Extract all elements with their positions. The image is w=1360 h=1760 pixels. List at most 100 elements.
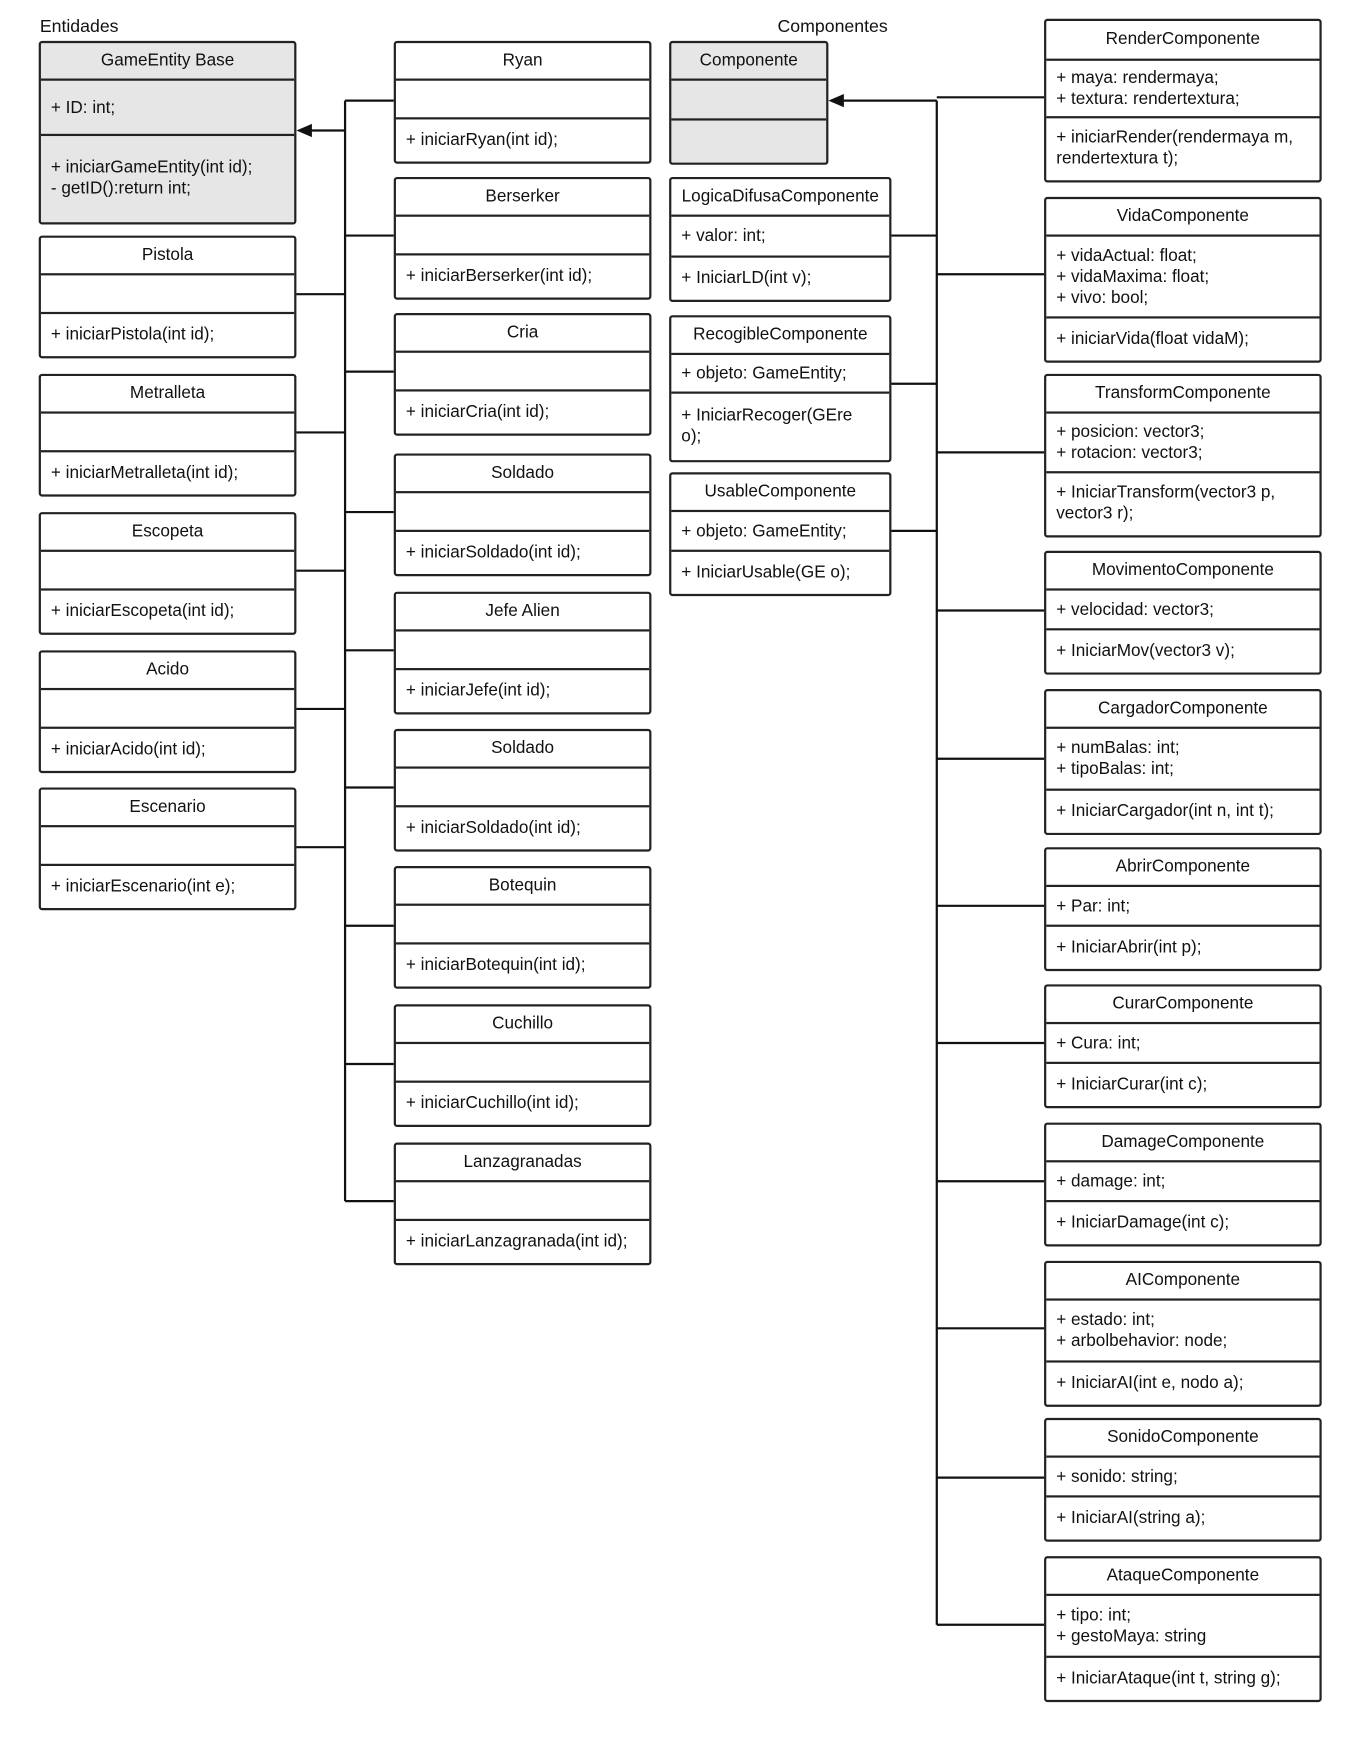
method-line: + iniciarPistola(int id);	[50, 325, 215, 344]
class-name: VidaComponente	[1046, 199, 1320, 237]
class-attributes	[395, 632, 650, 671]
class-name: CargadorComponente	[1046, 691, 1320, 729]
entity-inheritance-arrowhead	[296, 123, 312, 138]
method-line: + iniciarSoldado(int id);	[405, 818, 581, 838]
method-line: + iniciarCria(int id);	[405, 402, 550, 422]
attribute-line: + gestoMaya: string	[1056, 1626, 1207, 1646]
class-box-escenario: Escenario + iniciarEscenario(int e);	[38, 787, 297, 911]
class-name: RecogibleComponente	[671, 317, 890, 356]
class-attributes: + maya: rendermaya;+ textura: rendertext…	[1046, 61, 1320, 119]
class-methods: + iniciarLanzagranada(int id);	[396, 1221, 649, 1263]
class-attributes	[395, 81, 650, 120]
class-box-pistola: Pistola+ iniciarPistola(int id);	[38, 235, 297, 359]
class-attributes: + velocidad: vector3;	[1046, 591, 1320, 631]
class-name: Metralleta	[40, 376, 295, 414]
class-methods: + iniciarGameEntity(int id);- getID():re…	[41, 136, 294, 222]
class-name: RenderComponente	[1046, 21, 1320, 61]
class-methods: + iniciarMetralleta(int id);	[41, 452, 294, 494]
class-box-curarcomponente: CurarComponente+ Cura: int;+ IniciarCura…	[1044, 984, 1322, 1109]
class-attributes: + valor: int;	[671, 217, 890, 258]
class-name: MovimentoComponente	[1046, 553, 1320, 591]
class-methods: + iniciarBerserker(int id);	[396, 255, 649, 297]
method-line: + IniciarAtaque(int t, string g);	[1056, 1668, 1281, 1688]
method-line: + iniciarBerserker(int id);	[405, 266, 593, 286]
attribute-line: + numBalas: int;	[1056, 738, 1180, 758]
class-box-movimentocomponente: MovimentoComponente+ velocidad: vector3;…	[1044, 550, 1322, 675]
method-line: vector3 r);	[1056, 504, 1134, 524]
method-line: + IniciarRecoger(GEre	[681, 405, 853, 425]
method-line: + iniciarSoldado(int id);	[405, 543, 581, 562]
entities-section-label: Entidades	[39, 17, 119, 37]
class-methods: + iniciarEscenario(int e);	[41, 866, 294, 908]
class-name: Ryan	[395, 43, 650, 81]
class-methods: + IniciarLD(int v);	[671, 258, 889, 300]
class-attributes	[395, 1182, 650, 1222]
class-methods: + iniciarVida(float vidaM);	[1046, 319, 1319, 361]
class-attributes: + tipo: int;+ gestoMaya: string	[1046, 1596, 1320, 1658]
class-attributes	[395, 1044, 650, 1083]
class-box-componente: Componente	[669, 40, 829, 165]
class-attributes	[395, 217, 650, 256]
attribute-line: + objeto: GameEntity;	[681, 363, 847, 383]
class-methods: + iniciarRender(rendermaya m,rendertextu…	[1046, 118, 1319, 180]
class-attributes: + objeto: GameEntity;	[671, 512, 890, 552]
class-methods: + IniciarDamage(int c);	[1046, 1202, 1319, 1244]
class-box-usablecomponente: UsableComponente+ objeto: GameEntity; + I…	[669, 472, 892, 597]
class-methods	[671, 121, 826, 163]
class-name: Berserker	[395, 179, 650, 217]
class-name: AbrirComponente	[1046, 849, 1320, 888]
class-attributes	[40, 552, 295, 591]
attribute-line: + damage: int;	[1056, 1172, 1166, 1192]
class-attributes: + posicion: vector3;+ rotacion: vector3;	[1046, 414, 1320, 474]
class-box-logicadifusacomponente: LogicaDifusaComponente+ valor: int;+ Ini…	[669, 176, 892, 302]
class-attributes	[40, 827, 295, 866]
class-name: Escopeta	[40, 514, 295, 552]
method-line: - getID():return int;	[50, 179, 191, 198]
method-line: rendertextura t);	[1056, 149, 1179, 169]
class-box-recogiblecomponente: RecogibleComponente + objeto: GameEntity;…	[669, 315, 892, 463]
class-name: UsableComponente	[671, 474, 890, 513]
class-name: LogicaDifusaComponente	[671, 179, 890, 217]
method-line: + iniciarBotequin(int id);	[405, 955, 586, 975]
class-box-vidacomponente: VidaComponente + vidaActual: float;+ vida…	[1044, 196, 1322, 363]
class-attributes	[40, 275, 295, 315]
class-attributes: + estado: int;+ arbolbehavior: node;	[1046, 1301, 1320, 1363]
class-methods: + iniciarSoldado(int id);	[396, 532, 649, 574]
class-name: Escenario	[40, 790, 295, 828]
method-line: + iniciarRender(rendermaya m,	[1056, 128, 1294, 148]
class-attributes: + objeto: GameEntity;	[671, 355, 890, 394]
attribute-line: + arbolbehavior: node;	[1056, 1331, 1228, 1351]
attribute-line: + tipo: int;	[1056, 1605, 1132, 1625]
class-attributes	[395, 493, 650, 532]
attribute-line: + ID: int;	[50, 98, 116, 118]
class-name: Acido	[40, 653, 295, 691]
class-box-transformcomponente: TransformComponente+ posicion: vector3;+…	[1044, 373, 1322, 538]
attribute-line: + sonido: string;	[1056, 1467, 1178, 1487]
class-box-ataquecomponente: AtaqueComponente+ tipo: int;+ gestoMaya:…	[1044, 1556, 1322, 1703]
class-box-ryan: Ryan + iniciarRyan(int id);	[393, 40, 652, 164]
class-name: Jefe Alien	[395, 594, 650, 632]
class-box-berserker: Berserker + iniciarBerserker(int id);	[393, 176, 652, 300]
class-attributes: + ID: int;	[40, 81, 295, 137]
method-line: + iniciarRyan(int id);	[405, 130, 558, 150]
class-box-acido: Acido + iniciarAcido(int id);	[38, 650, 297, 774]
class-methods: + iniciarRyan(int id);	[396, 119, 649, 161]
class-methods: + IniciarUsable(GE o);	[671, 552, 889, 594]
method-line: + IniciarUsable(GE o);	[681, 562, 851, 582]
class-name: Soldado	[395, 731, 650, 769]
class-methods: + IniciarTransform(vector3 p,vector3 r);	[1046, 473, 1319, 535]
method-line: o);	[681, 426, 702, 446]
attribute-line: + vidaActual: float;	[1056, 246, 1197, 266]
attribute-line: + vidaMaxima: float;	[1056, 267, 1210, 287]
attribute-line: + textura: rendertextura;	[1056, 89, 1240, 109]
class-methods: + iniciarJefe(int id);	[396, 670, 649, 712]
class-attributes	[671, 81, 827, 121]
method-line: + iniciarAcido(int id);	[50, 739, 206, 759]
class-box-damagecomponente: DamageComponente+ damage: int;+ IniciarD…	[1044, 1122, 1322, 1247]
class-methods: + iniciarPistola(int id);	[41, 314, 294, 356]
class-name: AtaqueComponente	[1046, 1558, 1320, 1596]
components-section-label: Componentes	[777, 17, 888, 37]
